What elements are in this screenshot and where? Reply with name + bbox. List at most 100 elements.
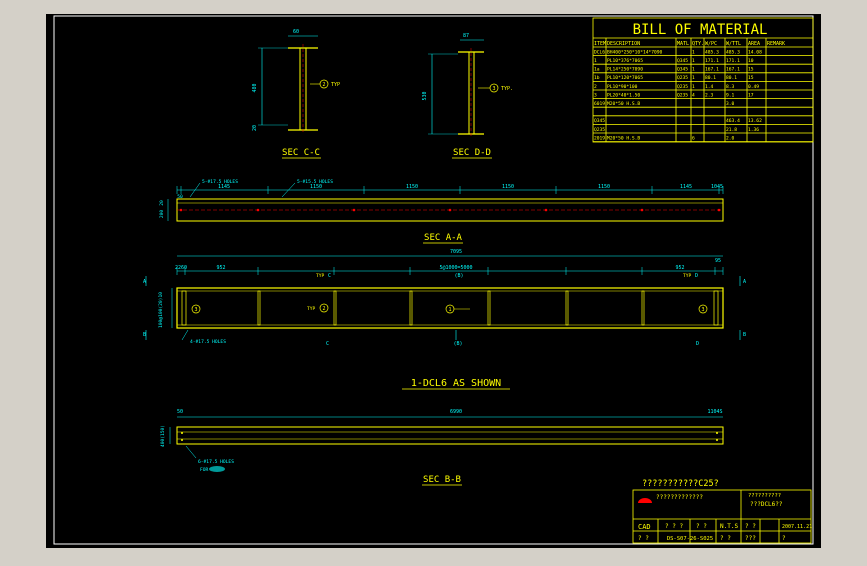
elev-sec-a-right: A xyxy=(743,279,746,285)
bom-cell: Q235 xyxy=(677,92,688,98)
bom-cell: 1 xyxy=(692,58,695,64)
bom-cell: 3.0 xyxy=(726,101,735,107)
bom-cell: 15 xyxy=(748,67,754,73)
bom-cell: BH400*250*10*14*7090 xyxy=(607,49,663,55)
sec-aa-holes-left: 5-#17.5 HOLES xyxy=(202,179,238,185)
bom-cell: 2.0 xyxy=(726,135,735,141)
bom-cell: PL14*250*7090 xyxy=(607,67,643,73)
bom-cell: 485.3 xyxy=(726,49,740,55)
bill-of-material xyxy=(592,17,814,143)
sec-bb-title: SEC B-B xyxy=(423,475,461,485)
bom-cell: 1 xyxy=(692,84,695,90)
tb-r1-c3: ? ? xyxy=(745,523,756,530)
bom-header-1: DESCRIPTION xyxy=(607,41,640,47)
sec-aa-dim: 1150 xyxy=(598,184,610,190)
sec-aa-dim: 1150 xyxy=(502,184,514,190)
tb-r2-c3: ??? xyxy=(745,535,756,542)
bom-cell: 14.08 xyxy=(748,49,762,55)
elev-dim-right: 95 xyxy=(715,258,721,264)
title-block xyxy=(632,489,812,544)
tb-r2-c4: ? xyxy=(782,535,786,542)
canvas-background xyxy=(46,14,821,548)
bom-cell: 8.3 xyxy=(726,84,735,90)
sec-aa-dim-left-b: 200 xyxy=(159,210,165,219)
bom-cell: 463.4 xyxy=(726,118,740,124)
bom-cell: 21.8 xyxy=(726,127,737,133)
bom-header-0: ITEM xyxy=(594,41,606,47)
bom-cell: 167.1 xyxy=(705,67,719,73)
elev-sec-b-left: B xyxy=(143,332,146,338)
tb-company: ????????????? xyxy=(656,494,703,501)
elev-dim-a: 952 xyxy=(216,265,225,271)
elev-callout-left: 3 xyxy=(194,307,197,313)
sec-dd-dim-side: 530 xyxy=(422,91,428,100)
sec-aa-holes-mid: 5-#15.5 HOLES xyxy=(297,179,333,185)
bom-cell: Q235 xyxy=(594,127,605,133)
sec-aa-dim: 1145 xyxy=(680,184,692,190)
bom-cell: PL20*40*1.50 xyxy=(607,92,640,98)
elev-callout-mid: 1 xyxy=(448,307,451,313)
section-cc xyxy=(258,35,329,134)
bom-header-7: REMARK xyxy=(767,41,785,47)
elev-sec-b-right: B xyxy=(743,332,746,338)
bom-cell: 13.62 xyxy=(748,118,762,124)
tb-r1-c2: N.T.S xyxy=(720,523,738,530)
sec-cc-dim-side: 480 xyxy=(252,83,258,92)
bom-cell: 171.1 xyxy=(705,58,719,64)
bom-cell: 9.1 xyxy=(726,92,735,98)
bom-cell: Q345 xyxy=(594,118,605,124)
sec-aa-dim-left-c: 20 xyxy=(159,200,165,206)
sec-bb-dim-side: 400(150) xyxy=(160,425,166,447)
bom-cell: 485.3 xyxy=(705,49,719,55)
sec-cc-title: SEC C-C xyxy=(282,148,320,158)
bom-cell: 1 xyxy=(594,58,597,64)
elev-dim-overall: 7095 xyxy=(450,249,462,255)
tb-r1-c1: ? ? xyxy=(696,523,707,530)
bom-cell: 2.3 xyxy=(705,92,714,98)
elev-dim-vertical: 100@100(20)10 xyxy=(158,292,164,328)
sec-aa-dim: 1045 xyxy=(711,184,723,190)
bom-header-3: QTY. xyxy=(692,41,704,47)
sec-dd-dim-top: 87 xyxy=(463,33,469,39)
drawing-frame xyxy=(53,15,814,545)
tb-r2-c2: ? ? xyxy=(720,535,731,542)
bom-cell: 1b xyxy=(594,75,600,81)
bom-header-4: W/PC xyxy=(705,41,717,47)
section-dd xyxy=(428,39,499,138)
bom-cell: 1.4 xyxy=(705,84,714,90)
bom-cell: DCL6 xyxy=(594,49,605,55)
section-aa xyxy=(167,182,724,222)
bom-cell: M20*50 H.S.B xyxy=(607,101,640,107)
bom-cell: 6019 xyxy=(594,101,605,107)
company-logo-icon xyxy=(638,498,652,503)
bom-cell: PL10*120*7065 xyxy=(607,75,643,81)
sec-dd-callout: 3 xyxy=(492,86,495,92)
sec-cc-dim-bot: 20 xyxy=(252,125,258,131)
bom-cell: 1 xyxy=(692,75,695,81)
elev-sec-a-left: A xyxy=(143,279,146,285)
tb-project: ???????????C25? xyxy=(642,479,719,489)
elev-sec-c: C xyxy=(326,341,329,347)
bom-cell: 4 xyxy=(692,92,695,98)
bom-header-5: W/TTL xyxy=(726,41,741,47)
tb-r2-c0: DS-S07-26-S025 xyxy=(667,536,713,542)
bom-cell: Q345 xyxy=(677,67,688,73)
section-bb xyxy=(169,416,724,472)
elev-title: 1-DCL6 AS SHOWN xyxy=(411,378,501,389)
sec-bb-holes: 6-#17.5 HOLES xyxy=(198,459,234,465)
sec-aa-dim: 1150 xyxy=(406,184,418,190)
bom-cell: 1 xyxy=(692,49,695,55)
bom-cell: 1 xyxy=(692,67,695,73)
tb-drawing: ???DCL6?? xyxy=(750,501,783,508)
sec-cc-dim-top: 60 xyxy=(293,29,299,35)
elev-dim-b: 952 xyxy=(675,265,684,271)
elev-mark-b: (B) xyxy=(453,341,462,347)
elev-typ-label-left: TYP xyxy=(307,306,316,312)
elev-sec-d-top: D xyxy=(695,273,698,279)
bom-cell: 15 xyxy=(748,75,754,81)
bom-cell: 3 xyxy=(594,92,597,98)
sec-aa-dim: 1145 xyxy=(218,184,230,190)
bom-cell: 0.49 xyxy=(748,84,759,90)
